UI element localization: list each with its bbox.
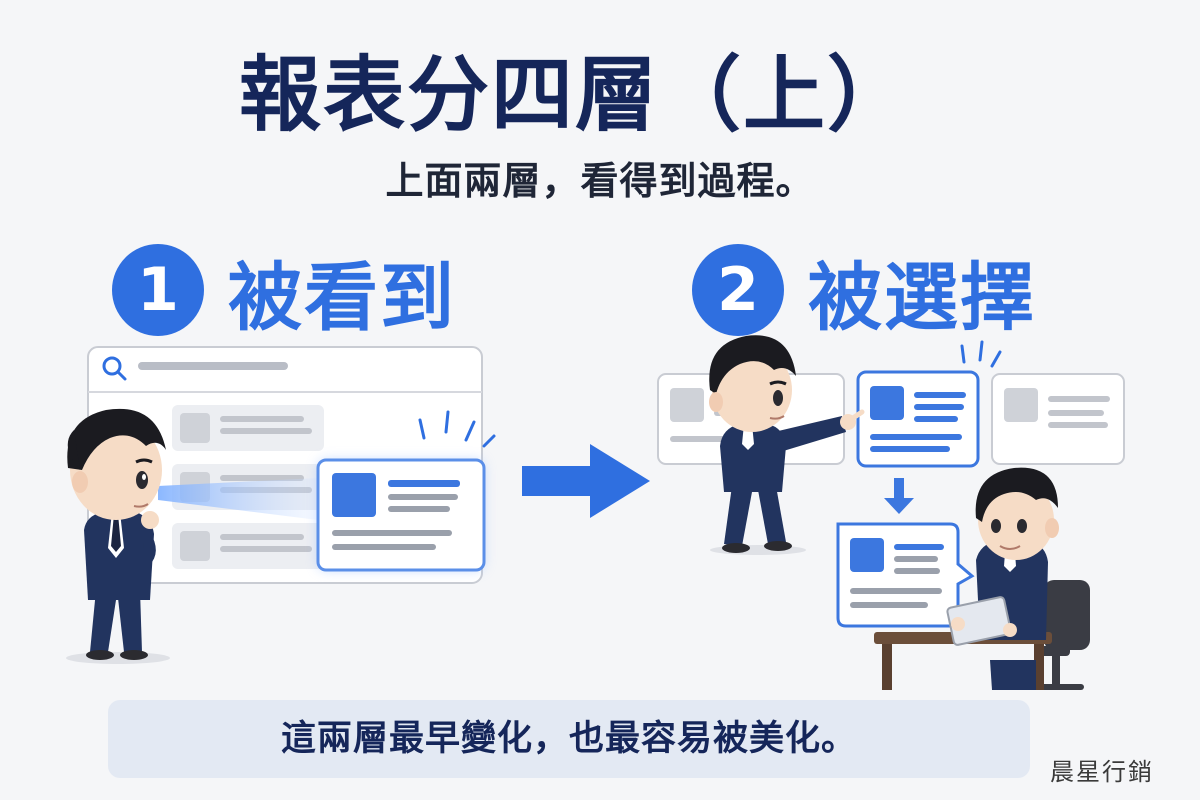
step-1-number-badge: 1 [112,244,204,336]
speech-bubble-card [836,522,975,628]
footer-banner [108,700,1030,778]
card-right-faded [991,373,1125,465]
sight-beam [158,478,318,520]
attention-lines-1 [418,410,496,448]
businessman-seated [874,467,1090,690]
result-item-3 [172,523,324,569]
arrow-right-icon [522,444,650,518]
businessman-thinking [66,408,170,664]
step-1-label: 被看到 [228,255,456,341]
card-selected [856,370,980,468]
page-subtitle: 上面兩層，看得到過程。 [385,159,815,203]
brand-signature: 晨星行銷 [1050,758,1154,786]
step-2-label: 被選擇 [808,255,1036,341]
step-2-number-badge: 2 [692,244,784,336]
search-icon [102,356,127,381]
search-results-panel [87,346,496,584]
businessman-pointing [709,335,865,555]
attention-lines-2 [960,340,1002,368]
footer-text: 這兩層最早變化，也最容易被美化。 [280,719,857,759]
result-item-1 [172,405,324,451]
arrow-down-icon [884,478,914,514]
highlighted-result-card [316,458,486,572]
page-title: 報表分四層（上） [238,48,911,143]
